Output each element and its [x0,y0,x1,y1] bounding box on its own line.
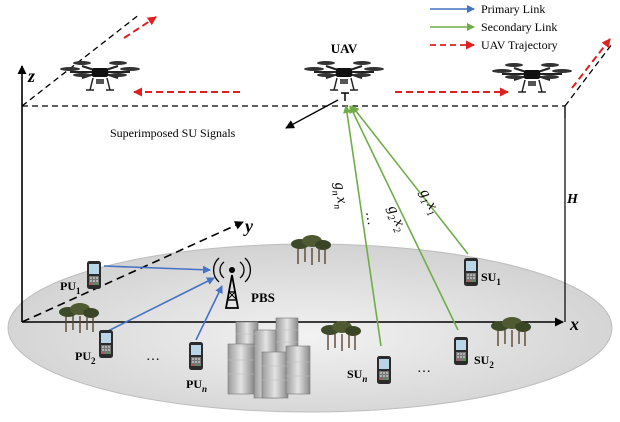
link-pun [195,285,223,341]
link-pu2 [101,277,215,335]
legend: Primary Link Secondary Link UAV Trajecto… [430,2,558,52]
axis-y-label: y [243,216,254,236]
superimposed-label: Superimposed SU Signals [110,126,236,140]
uav-trajectory [123,16,611,97]
legend-secondary-label: Secondary Link [481,20,557,34]
superimposed-pointer [285,99,339,129]
secondary-links [343,105,469,347]
pbs-label: PBS [251,290,275,305]
link-su1 [351,105,469,255]
link-pu1 [103,265,211,274]
pun-phone-icon [189,342,203,370]
buildings-icon [227,317,311,399]
uav-label: UAV [331,41,358,56]
pun-label: PUn [186,377,207,394]
sun-label: SUn [347,367,367,384]
su-ellipsis: … [417,361,431,376]
legend-trajectory-label: UAV Trajectory [481,38,558,52]
su1-phone-icon [464,258,478,286]
su1-label: SU1 [481,270,501,287]
sun-phone-icon [377,356,391,384]
uav-drone-center-icon [303,60,385,91]
pu1-label: PU1 [60,279,81,296]
link-sun [343,105,382,347]
su2-phone-icon [454,337,468,365]
pu2-label: PU2 [75,349,96,366]
uav-drone-left-icon [59,60,141,91]
pu2-phone-icon [99,330,113,358]
link-ellipsis: … [362,210,379,226]
link-label-g2x2: g2x2 [382,203,410,235]
pbs-tower-icon [213,257,251,309]
height-label: H [566,192,579,207]
pu1-phone-icon [87,261,101,289]
uav-drone-right-icon [491,62,573,93]
uav-plane [21,13,613,107]
legend-primary-label: Primary Link [481,2,545,16]
axis-x-label: x [569,314,579,334]
pu-ellipsis: … [146,349,160,364]
axis-z-label: z [27,66,35,86]
link-label-gnxn: gnxn [328,181,350,210]
uav-receive-antenna-icon [341,92,349,101]
su2-label: SU2 [474,353,494,370]
primary-links [101,265,223,341]
link-su2 [349,105,459,331]
